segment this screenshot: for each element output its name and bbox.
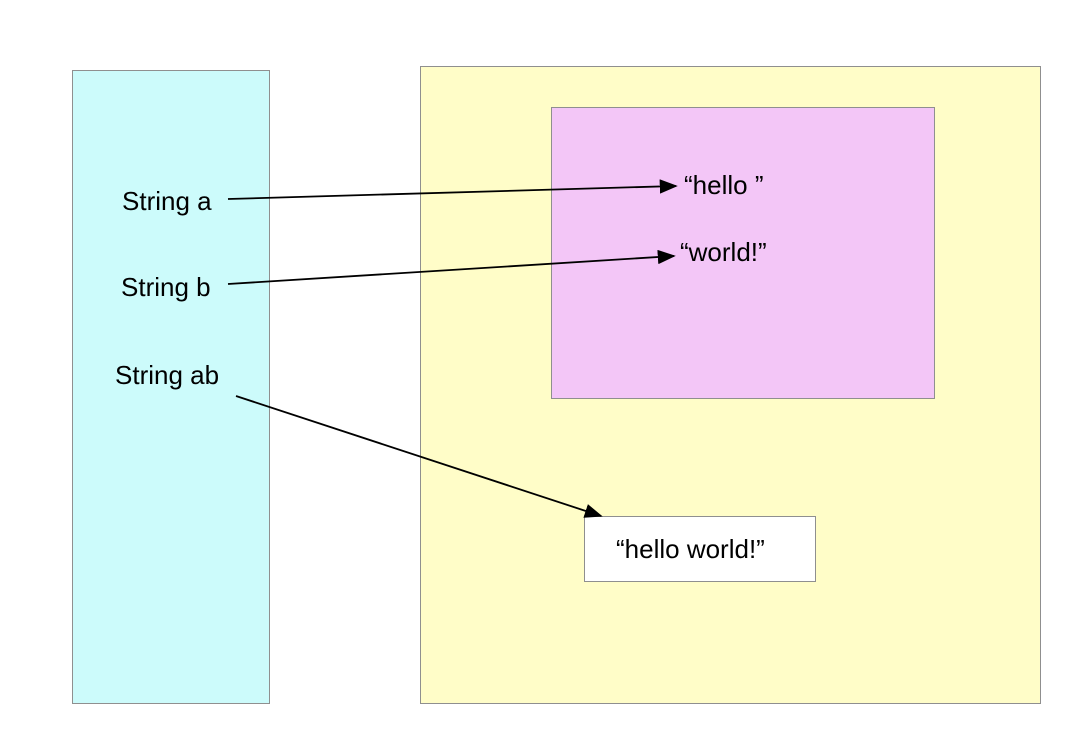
hello-world-object-box (584, 516, 816, 582)
arrow-b-to-world (227, 249, 676, 285)
world-literal-label: “world!” (680, 237, 767, 267)
arrow-a-to-hello (227, 179, 678, 200)
hello-world-object-label: “hello world!” (616, 534, 765, 564)
variable-b-label: String b (121, 272, 211, 302)
variable-a-label: String a (122, 186, 212, 216)
stack-region (72, 70, 270, 704)
arrow-ab-to-hello-world (235, 395, 603, 518)
string-pool-region (551, 107, 935, 399)
variable-ab-label: String ab (115, 360, 220, 390)
hello-literal-label: “hello ” (684, 170, 764, 200)
